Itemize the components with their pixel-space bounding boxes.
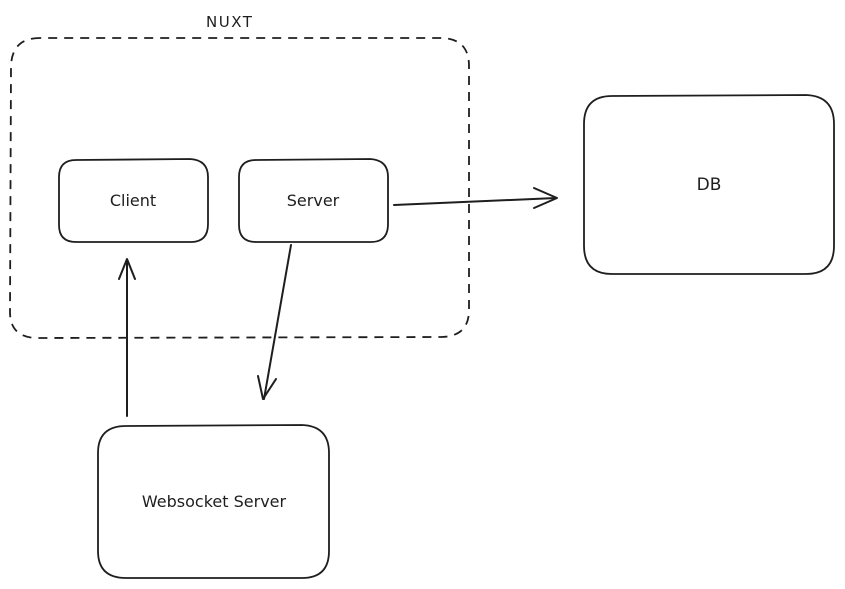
arrow-server-to-websocket: [257, 244, 292, 400]
arrow-websocket-to-client-head: [118, 258, 136, 280]
server-node[interactable]: Server: [238, 158, 389, 243]
nuxt-group[interactable]: NUXT: [9, 13, 470, 339]
websocket-server-node-label: Websocket Server: [142, 492, 287, 511]
nuxt-group-border: [9, 37, 470, 339]
arrow-server-to-db-head: [533, 187, 558, 209]
arrow-websocket-to-client: [118, 258, 136, 417]
arrow-server-to-db-line: [393, 197, 557, 206]
arrow-server-to-websocket-head: [257, 375, 277, 400]
client-node[interactable]: Client: [58, 158, 209, 243]
client-node-label: Client: [110, 191, 156, 210]
server-node-label: Server: [287, 191, 340, 210]
db-node-label: DB: [697, 175, 722, 195]
db-node-box: [583, 94, 835, 275]
websocket-server-node[interactable]: Websocket Server: [97, 424, 330, 579]
arrow-server-to-websocket-line: [263, 244, 292, 400]
db-node[interactable]: DB: [583, 94, 835, 275]
server-node-box: [238, 158, 389, 243]
nuxt-group-label: NUXT: [206, 13, 253, 31]
websocket-server-node-box: [97, 424, 330, 579]
client-node-box: [58, 158, 209, 243]
arrow-server-to-db: [393, 187, 558, 209]
